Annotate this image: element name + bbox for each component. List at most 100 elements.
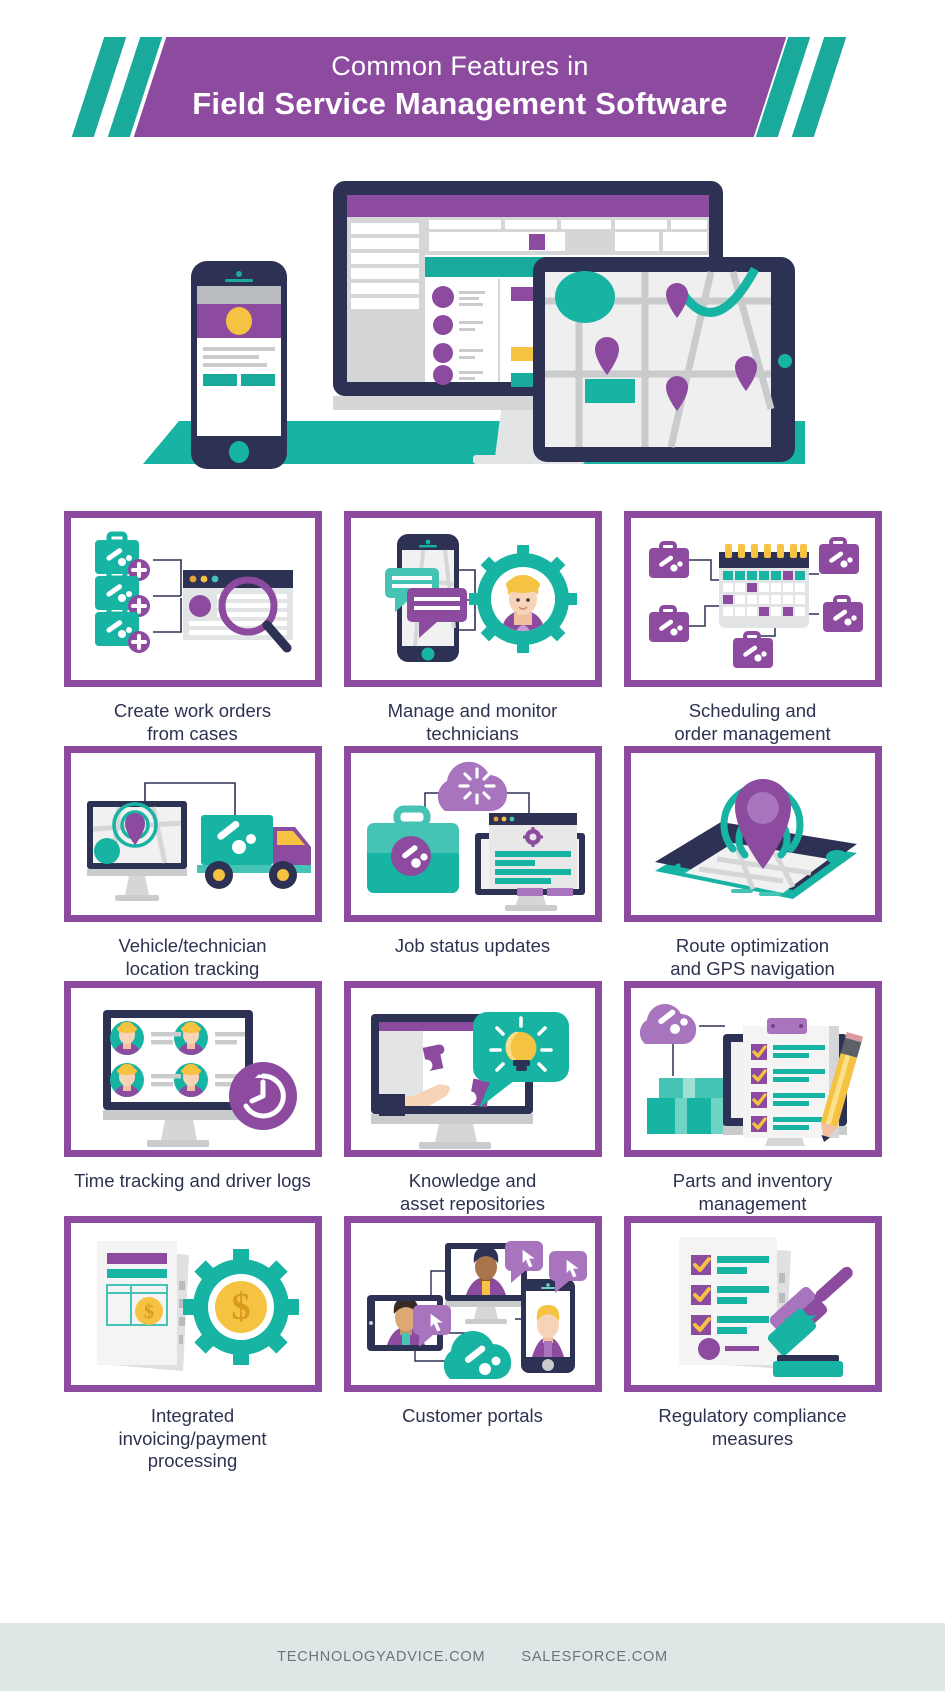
cloud-tools: [639, 1004, 696, 1044]
feature-card-time-tracking[interactable]: Time tracking and driver logs: [53, 981, 333, 1216]
compliance-documents: [678, 1237, 791, 1369]
gps-pin-center: [746, 792, 779, 824]
toolboxes-browser-search-icon: [94, 531, 293, 653]
hand: [378, 1084, 450, 1116]
map-pins: [594, 283, 757, 411]
feature-icon-frame: [623, 511, 882, 687]
feature-icon-frame: [343, 511, 602, 687]
map-zone: [93, 838, 120, 864]
tablet-button: [825, 850, 848, 864]
calendar-toolboxes-icon: [648, 537, 863, 668]
banner-text-group: Common Features in Field Service Managem…: [150, 37, 770, 137]
feature-card-invoicing[interactable]: $ $: [53, 1216, 333, 1473]
magnifier-handle: [262, 620, 291, 653]
bulb-rays: [488, 1016, 553, 1072]
service-truck: [196, 815, 311, 889]
feature-card-job-status[interactable]: Job status updates: [333, 746, 613, 981]
cloud-spinner: [437, 761, 507, 811]
toolbox-large: [366, 805, 459, 893]
lightbulb-bubble: [472, 1012, 569, 1108]
source-technologyadvice[interactable]: TECHNOLOGYADVICE.COM: [277, 1649, 486, 1665]
checklist-gavel-icon: [678, 1237, 853, 1377]
devices-illustration-svg: [142, 181, 805, 469]
svg-text:$: $: [231, 1286, 250, 1328]
monitor-titlebar: [346, 195, 709, 217]
payment-gear: $: [182, 1249, 299, 1365]
clipboard: [742, 1018, 839, 1138]
gavel-block: [772, 1355, 843, 1377]
seal-icon: [697, 1338, 720, 1360]
spinner-icon: [457, 767, 496, 805]
stacked-boxes: [646, 1078, 727, 1134]
dollar-coin-small: [134, 1297, 163, 1325]
feature-icon-frame: [343, 981, 602, 1157]
monitor-avatars-clock-icon: [102, 1010, 297, 1147]
feature-icon-frame: [63, 746, 322, 922]
svg-text:$: $: [144, 1301, 154, 1323]
invoice-gear-dollar-icon: $ $: [96, 1241, 299, 1371]
map-block: [584, 379, 635, 403]
monitor-list-rows: [431, 286, 485, 385]
footer-sources: TECHNOLOGYADVICE.COM SALESFORCE.COM: [0, 1623, 945, 1691]
gavel: [767, 1266, 853, 1356]
clock-badge: [228, 1062, 297, 1130]
feature-card-customer-portals[interactable]: Customer portals: [333, 1216, 613, 1473]
feature-caption: Job status updates: [394, 935, 551, 956]
calendar: [718, 544, 809, 628]
source-salesforce[interactable]: SALESFORCE.COM: [521, 1649, 668, 1665]
monitor-map-truck-icon: [86, 782, 311, 901]
tablet-gps-pin-icon: [654, 779, 857, 899]
page-title: Field Service Management Software: [192, 86, 728, 122]
cloud-toolbox-monitor-icon: [366, 761, 585, 911]
tablet-camera: [777, 354, 792, 368]
phone-person: [520, 1279, 575, 1373]
hero-illustration: [0, 169, 945, 499]
page-subtitle: Common Features in: [331, 51, 589, 82]
feature-icon-frame: [623, 1216, 882, 1392]
smartphone-home-button: [228, 441, 249, 463]
feature-icon-frame: [343, 746, 602, 922]
feature-caption: Time tracking and driver logs: [74, 1170, 311, 1191]
cloud-tools: [443, 1330, 511, 1379]
monitor-hand-puzzle-lightbulb-icon: [370, 1012, 569, 1149]
monitor-accent-square: [528, 234, 545, 250]
calendar-events: [722, 571, 793, 616]
smartphone-avatar: [225, 307, 252, 335]
cloud-boxes-checklist-pencil-icon: [639, 1004, 863, 1146]
avatar-rows: [109, 1021, 245, 1097]
invoice-documents: $: [96, 1241, 189, 1371]
phone-chat-gear-technician-icon: [384, 534, 577, 662]
feature-icon-frame: [63, 981, 322, 1157]
map-pin: [124, 813, 145, 845]
monitor-checklist: [722, 1018, 847, 1146]
monitor-map: [86, 801, 187, 901]
monitor-status: [474, 813, 585, 911]
map-route: [676, 266, 759, 317]
status-window: [488, 813, 577, 896]
feature-icon-frame: [623, 981, 882, 1157]
checklist-rows: [750, 1044, 825, 1132]
monitor-sidebar-rows: [350, 223, 419, 309]
feature-icon-frame: [63, 511, 322, 687]
dollar-coin-large: [214, 1281, 267, 1333]
gear-technician: [468, 545, 577, 653]
checklist-rows: [690, 1255, 769, 1335]
